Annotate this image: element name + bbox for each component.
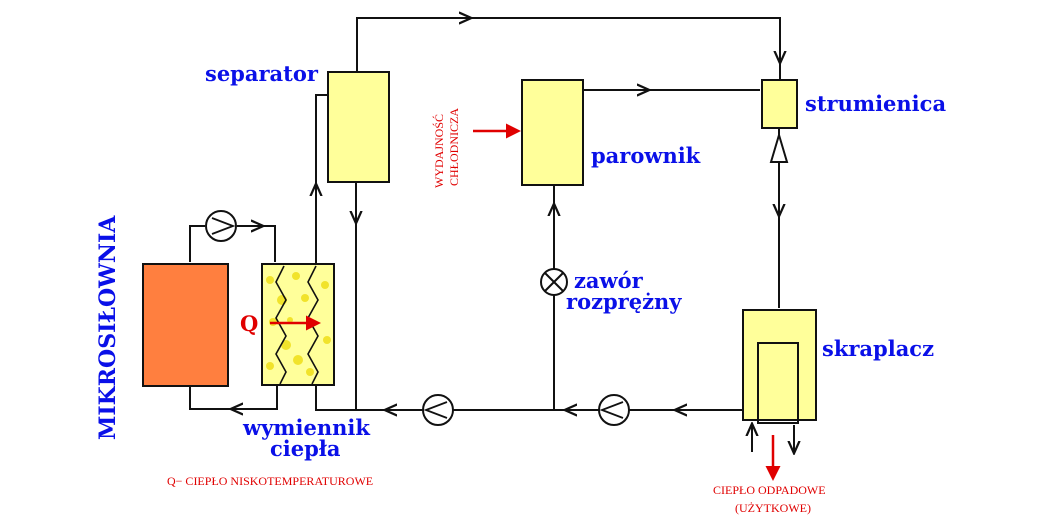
heat-exchanger	[261, 263, 335, 386]
ejector-nozzle-icon	[769, 131, 789, 163]
heat-q-symbol: Q	[240, 311, 258, 336]
cooling-capacity-label-line2: CHŁODNICZA	[447, 108, 461, 186]
expansion-valve-icon	[540, 268, 568, 296]
heat-exchanger-label-line1: wymiennik	[242, 415, 370, 440]
heat-exchanger-label-line2: ciepła	[270, 436, 341, 461]
q-legend: Q− CIEPŁO NISKOTEMPERATUROWE	[167, 474, 373, 488]
pump-icon	[205, 210, 237, 242]
ejector-label: strumienica	[805, 91, 946, 116]
microplant-label: MIKROSIŁOWNIA	[95, 215, 121, 440]
separator-box	[327, 71, 390, 183]
microplant-block	[142, 263, 229, 387]
waste-heat-label-line2: (UŻYTKOWE)	[735, 501, 811, 515]
waste-heat-label-line1: CIEPŁO ODPADOWE	[713, 483, 826, 497]
separator-label: separator	[205, 61, 319, 86]
condenser	[742, 309, 817, 424]
evaporator-box	[521, 79, 584, 186]
expansion-valve-label-line2: rozprężny	[566, 289, 682, 314]
condenser-label: skraplacz	[822, 336, 934, 361]
pump-icon	[598, 394, 630, 426]
expansion-valve-label-line1: zawór	[574, 268, 644, 293]
evaporator-label: parownik	[591, 143, 701, 168]
ejector-box	[761, 79, 798, 129]
cooling-capacity-label-line1: WYDAJNOŚĆ	[432, 114, 446, 188]
pump-icon	[422, 394, 454, 426]
